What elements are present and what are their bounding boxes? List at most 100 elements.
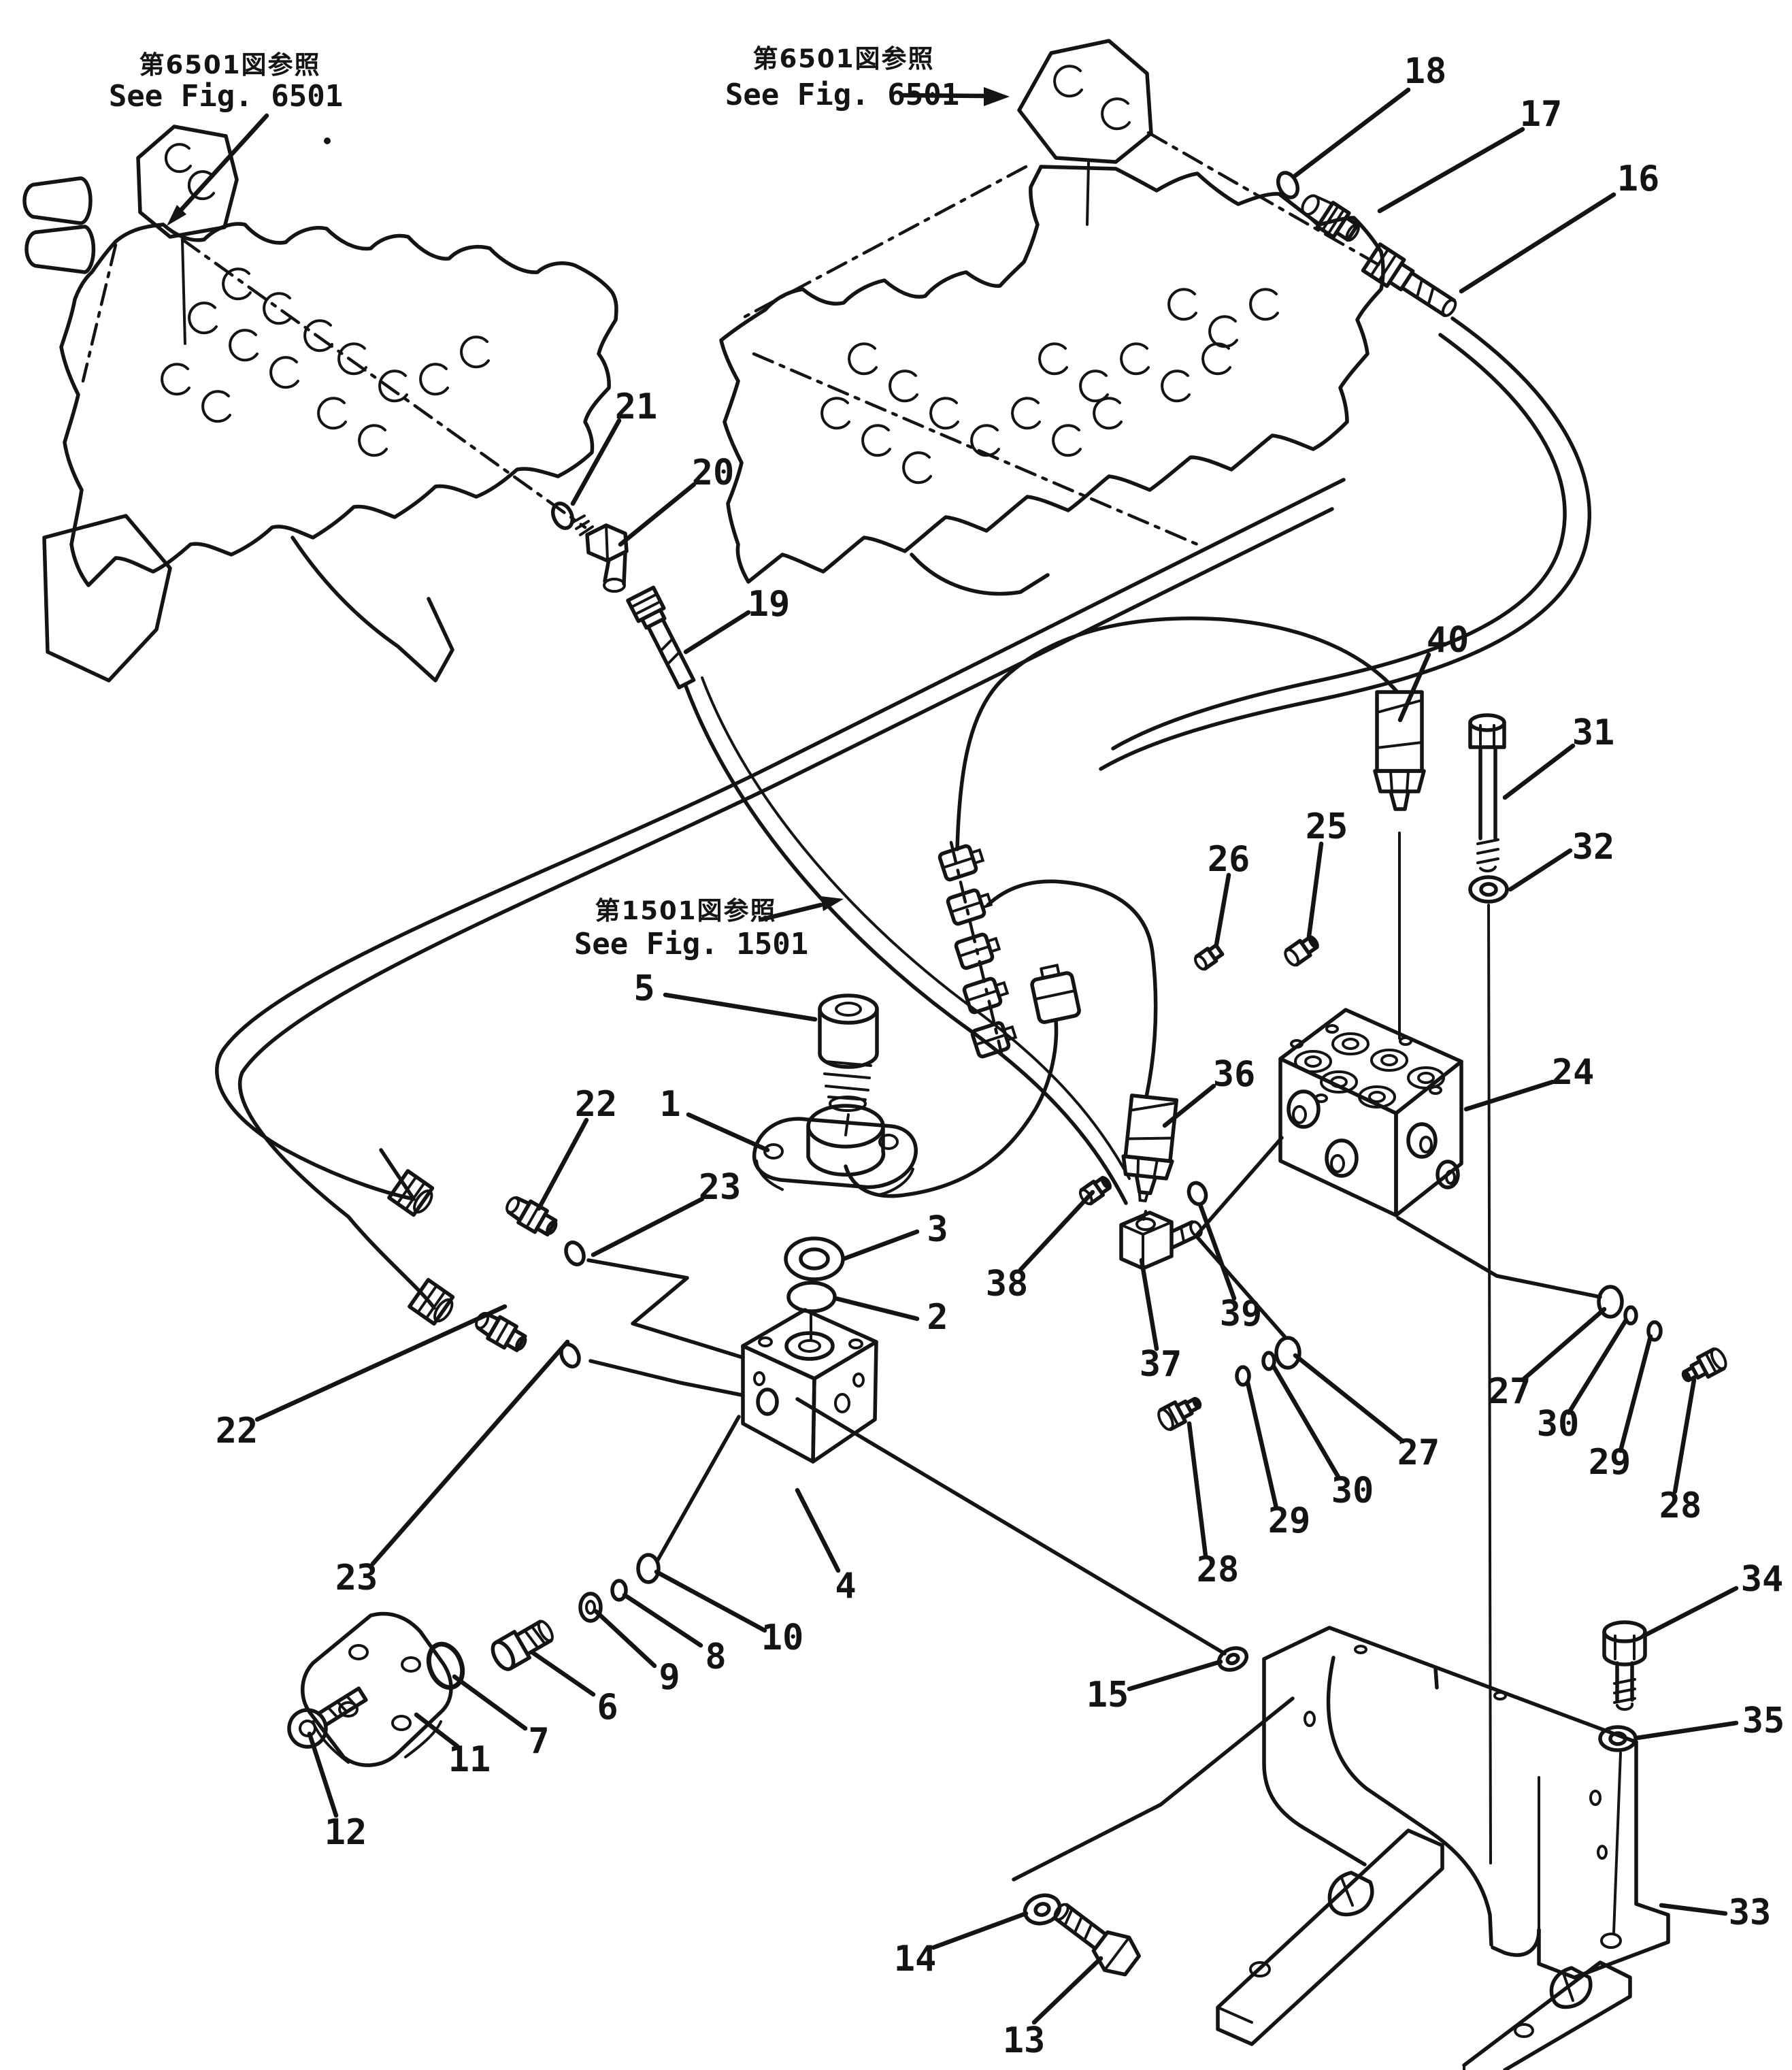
callout-leaders <box>254 87 1739 2025</box>
hose-left-a <box>215 478 1346 1310</box>
valve-body-outline <box>719 165 1385 584</box>
assembly-zigzag-23a <box>586 1258 745 1360</box>
sensor-1 <box>752 1104 918 1196</box>
solenoid-stub <box>24 225 96 274</box>
mounting-line-to-15 <box>795 1397 1227 1656</box>
washer-3 <box>784 1236 845 1281</box>
oring-group-right <box>1597 1285 1727 1383</box>
callout-20: 20 <box>692 453 735 493</box>
callout-25: 25 <box>1306 806 1348 847</box>
callout-28r: 28 <box>1659 1485 1702 1526</box>
bracket-foot-right <box>1462 1960 1632 2070</box>
assembly-zigzag-right <box>1396 1216 1602 1299</box>
pressure-switch-36 <box>986 879 1179 1202</box>
callout-40: 40 <box>1427 620 1470 661</box>
hose-end-16 <box>1361 242 1457 317</box>
plug-6 <box>491 1620 554 1671</box>
ref-fig6501-center: 第6501図参照 See Fig. 6501 <box>725 44 1010 112</box>
plug-25 <box>1284 935 1319 967</box>
axis-line <box>1612 1752 1622 1934</box>
center-line <box>180 237 587 529</box>
plug-28-right <box>1681 1347 1727 1383</box>
port-arcs <box>820 288 1279 484</box>
assembly-zigzag-left <box>1194 1136 1287 1338</box>
arrow-head-icon <box>167 205 186 226</box>
callout-37: 37 <box>1140 1344 1182 1385</box>
callout-27r: 27 <box>1489 1371 1531 1412</box>
callout-9: 9 <box>659 1657 680 1698</box>
oring-group-left <box>1157 1336 1301 1431</box>
callout-22a: 22 <box>575 1084 618 1125</box>
manifold-block-24 <box>1278 1008 1463 1217</box>
callout-13: 13 <box>1003 2020 1046 2061</box>
foot-hole <box>1249 1961 1271 1977</box>
callout-12: 12 <box>325 1812 367 1853</box>
callout-4: 4 <box>835 1566 856 1607</box>
port-arc-icon <box>164 143 192 174</box>
wire-harness <box>844 964 1081 1198</box>
center-line <box>740 165 1028 321</box>
connector <box>962 976 1010 1015</box>
port-arc-icon <box>1101 97 1131 131</box>
ref-arrow-line <box>170 113 269 222</box>
callout-36: 36 <box>1213 1054 1256 1095</box>
connector-stack <box>938 840 1018 1059</box>
bolt-13 <box>1053 1903 1141 1977</box>
assembly-axis <box>655 1415 741 1563</box>
bolt-34 <box>1602 1620 1647 1711</box>
plug-26 <box>1193 943 1225 971</box>
callout-21: 21 <box>615 387 658 427</box>
washer-32 <box>1468 875 1509 904</box>
wire <box>986 879 1158 1099</box>
oring-2 <box>786 1281 837 1313</box>
arrow-head-icon <box>984 87 1010 106</box>
callout-33: 33 <box>1729 1892 1772 1933</box>
callout-31: 31 <box>1572 712 1615 753</box>
foot-slot <box>1549 1966 1593 2009</box>
oring-7 <box>426 1641 465 1690</box>
callout-27l: 27 <box>1397 1432 1440 1473</box>
pressure-switch-40 <box>955 616 1426 1040</box>
ref-fig6501-left: 第6501図参照 See Fig. 6501 <box>109 50 343 226</box>
connector <box>970 1021 1018 1059</box>
arrow-head-icon <box>820 896 844 911</box>
ref-jp-text: 第6501図参照 <box>139 50 321 80</box>
callout-30r: 30 <box>1537 1404 1580 1445</box>
callout-23a: 23 <box>699 1167 742 1208</box>
port-arc-icon <box>1053 65 1083 98</box>
speck <box>324 137 331 144</box>
callout-29r: 29 <box>1589 1442 1631 1483</box>
callout-15: 15 <box>1086 1675 1129 1715</box>
callout-3: 3 <box>927 1209 948 1250</box>
top-ports <box>1290 1024 1445 1108</box>
hose-left-b <box>237 507 1334 1310</box>
valve-assembly-center <box>719 39 1385 596</box>
washer-15 <box>1216 1646 1249 1672</box>
callout-29l: 29 <box>1268 1500 1311 1541</box>
callout-8: 8 <box>705 1637 726 1677</box>
callout-30l: 30 <box>1331 1471 1374 1511</box>
oring-18 <box>1276 171 1300 199</box>
valve-edge <box>181 238 186 345</box>
ref-en-text: See Fig. 1501 <box>574 927 808 962</box>
callout-23b: 23 <box>335 1558 378 1598</box>
wire <box>955 616 1399 851</box>
hose-end-upper <box>379 1148 586 1266</box>
mounting-axis-zigzag <box>1012 1696 1295 1882</box>
connector <box>954 932 1001 970</box>
valve-edge <box>1086 161 1090 226</box>
nipple-22b <box>475 1311 527 1353</box>
ref-jp-text: 第6501図参照 <box>753 44 935 73</box>
foot-slot <box>1327 1871 1374 1917</box>
connector <box>938 844 985 882</box>
bracket-foot-left <box>1216 1828 1444 2046</box>
callout-35: 35 <box>1742 1701 1785 1741</box>
hose-right <box>1099 316 1592 771</box>
callout-18: 18 <box>1404 51 1447 92</box>
oring-39 <box>1187 1181 1208 1206</box>
center-line <box>81 243 118 383</box>
hose-19-routing <box>684 684 1128 1205</box>
callout-numbers: 1 2 3 4 5 6 7 8 9 10 11 12 13 14 15 16 1… <box>216 51 1785 2061</box>
